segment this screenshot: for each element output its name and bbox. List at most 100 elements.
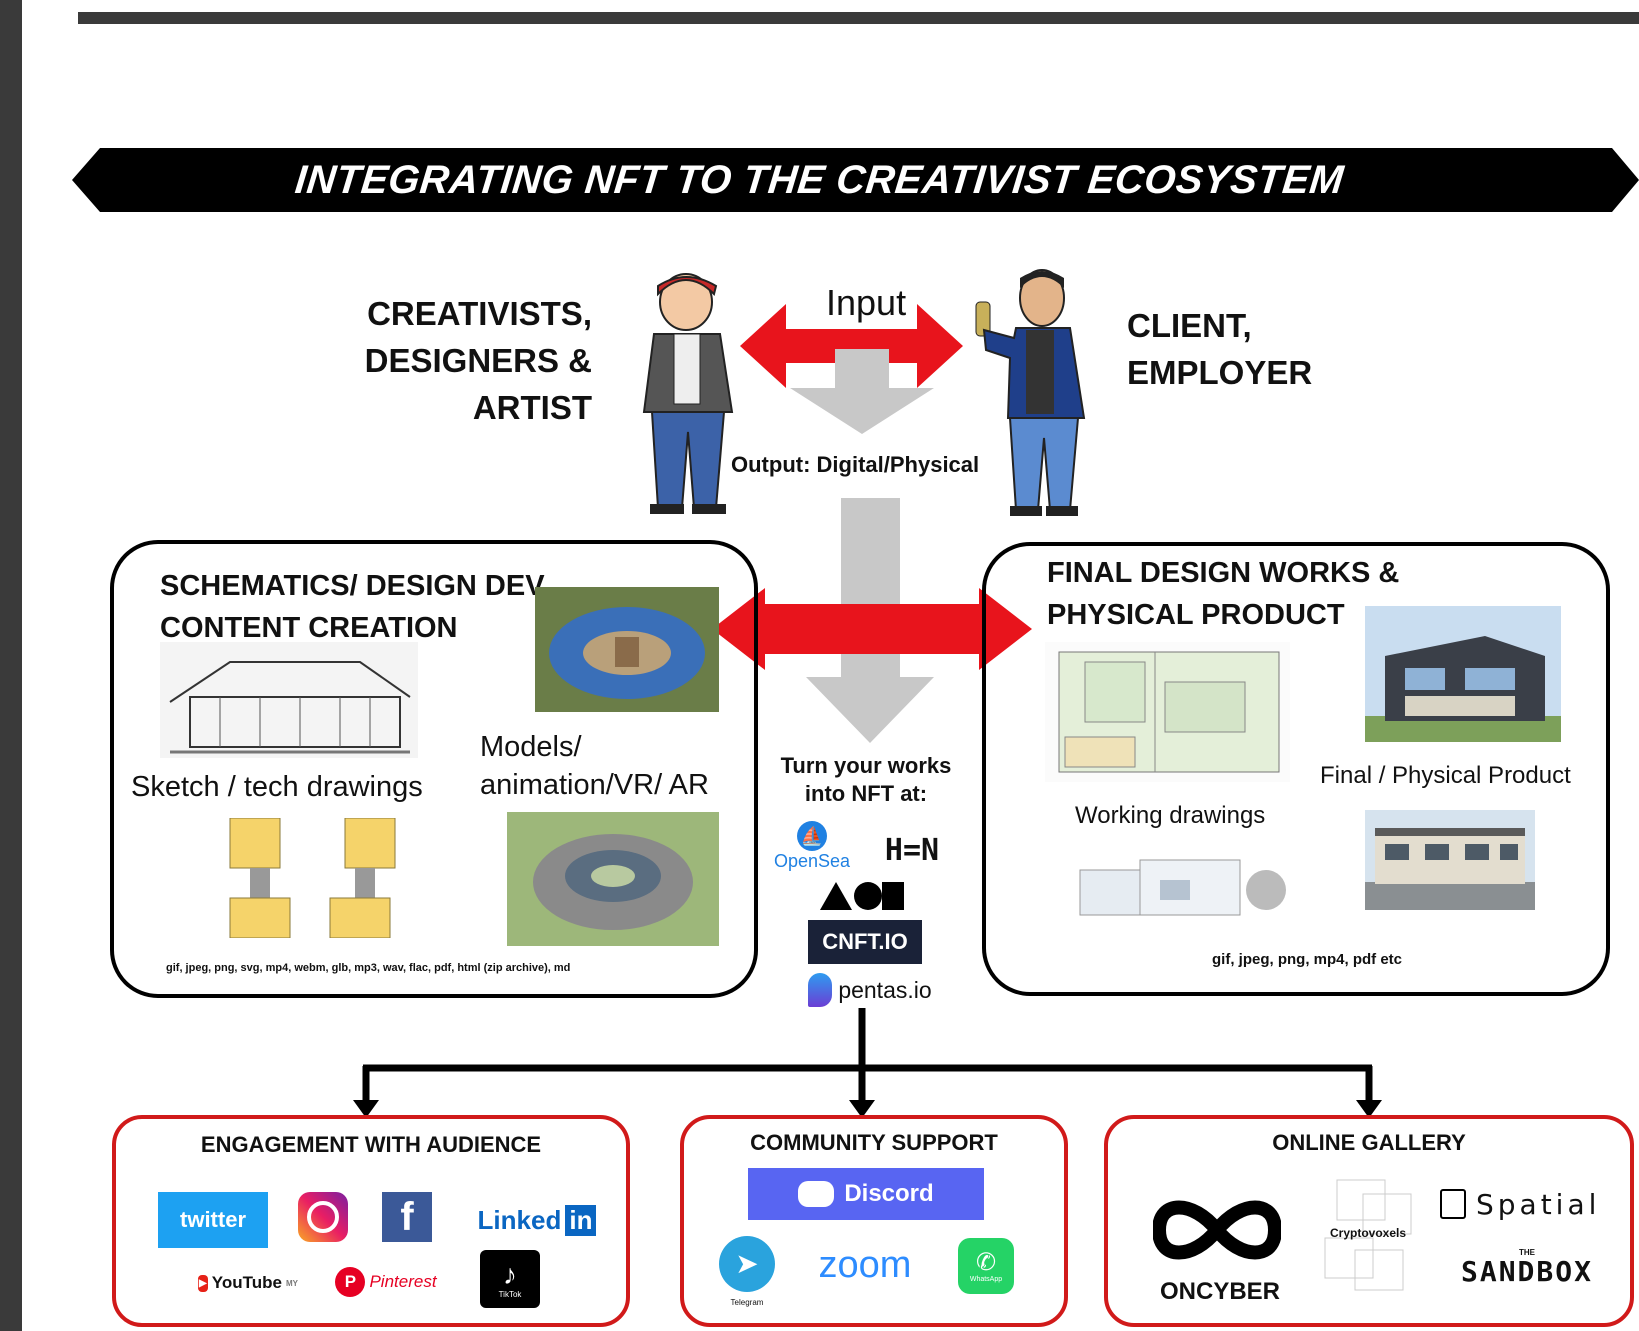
linkedin-logo[interactable]: Linked in [474, 1200, 600, 1240]
arrowhead-center [849, 1100, 875, 1118]
discord-logo[interactable]: Discord [748, 1168, 984, 1220]
pinterest-icon: P [335, 1267, 366, 1297]
schematics-title: SCHEMATICS/ DESIGN DEV. CONTENT CREATION [160, 565, 550, 649]
schematics-panel [110, 540, 758, 998]
sandbox-the: THE [1519, 1248, 1535, 1257]
creatives-label: CREATIVISTS, DESIGNERS & ARTIST [300, 290, 592, 431]
building-render-image [1365, 606, 1561, 742]
youtube-icon: ▶ [198, 1274, 208, 1292]
pinterest-logo[interactable]: P Pinterest [330, 1264, 442, 1300]
aon-square-icon [882, 882, 904, 910]
opensea-label: OpenSea [773, 850, 851, 871]
townhouse-image [1365, 810, 1535, 910]
engagement-title: ENGAGEMENT WITH AUDIENCE [200, 1132, 542, 1157]
opensea-logo[interactable]: ⛵ OpenSea [770, 818, 854, 874]
telegram-logo[interactable]: ➤ Telegram [712, 1232, 782, 1310]
right-formats: gif, jpeg, png, mp4, pdf etc [1212, 951, 1402, 968]
top-frame-rule [78, 12, 1639, 24]
client-line-2: EMPLOYER [1127, 354, 1313, 391]
discord-label: Discord [844, 1180, 934, 1207]
working-plan-image [1045, 642, 1290, 782]
youtube-label: YouTube [211, 1273, 282, 1292]
designer-figure [642, 273, 734, 514]
models-label-line-2: animation/VR/ AR [480, 769, 709, 801]
sketch-label: Sketch / tech drawings [131, 771, 423, 803]
models-label-line-1: Models/ [480, 731, 582, 763]
banner-title: INTEGRATING NFT TO THE CREATIVIST ECOSYS… [293, 158, 1346, 202]
community-title: COMMUNITY SUPPORT [750, 1130, 998, 1155]
twitter-label: twitter [180, 1207, 246, 1232]
left-frame-band [0, 0, 22, 1331]
creatives-line-2: DESIGNERS & [364, 342, 592, 379]
hen-logo[interactable]: H=N [884, 832, 940, 868]
nft-callout: Turn your works into NFT at: [766, 752, 966, 808]
sandbox-label: SANDBOX [1460, 1255, 1593, 1288]
input-arrow [740, 304, 963, 388]
facebook-icon[interactable]: f [382, 1192, 432, 1242]
arrowhead-left [353, 1100, 379, 1118]
cnft-logo[interactable]: CNFT.IO [808, 920, 922, 964]
tiktok-label: TikTok [498, 1289, 522, 1299]
gallery-title: ONLINE GALLERY [1272, 1130, 1466, 1155]
final-design-panel [982, 542, 1610, 996]
output-label: Output: Digital/Physical [731, 452, 980, 477]
telegram-label: Telegram [730, 1297, 764, 1307]
client-line-1: CLIENT, [1127, 307, 1252, 344]
instagram-lens [307, 1201, 339, 1233]
final-design-title-line-2: PHYSICAL PRODUCT [1047, 599, 1345, 631]
final-design-title: FINAL DESIGN WORKS & PHYSICAL PRODUCT [1047, 552, 1399, 636]
input-label: Input [826, 282, 907, 323]
cryptovoxels-icon[interactable] [1315, 1176, 1419, 1294]
aon-logo[interactable] [820, 880, 905, 912]
nft-callout-line-1: Turn your works [780, 753, 952, 778]
twitter-logo[interactable]: twitter [158, 1192, 268, 1248]
sandbox-logo[interactable]: THE SANDBOX [1452, 1246, 1602, 1290]
tiktok-icon: ♪ [503, 1258, 517, 1290]
creatives-line-1: CREATIVISTS, [367, 295, 592, 332]
oncyber-label: ONCYBER [1159, 1278, 1280, 1305]
tiktok-logo[interactable]: ♪ TikTok [480, 1250, 540, 1308]
arrowhead-right [1356, 1100, 1382, 1118]
whatsapp-label: WhatsApp [969, 1275, 1003, 1283]
title-banner [72, 148, 1639, 212]
schematics-title-line-2: CONTENT CREATION [160, 612, 458, 644]
schematics-title-line-1: SCHEMATICS/ DESIGN DEV. [160, 570, 550, 602]
panel-link-arrow [712, 588, 1032, 670]
instagram-icon[interactable] [298, 1192, 348, 1242]
spatial-label: Spatial [1476, 1187, 1601, 1221]
nft-callout-line-2: into NFT at: [804, 781, 928, 806]
telegram-icon: ➤ [719, 1235, 775, 1292]
models-label: Models/ animation/VR/ AR [480, 728, 709, 804]
output-arrow [790, 349, 934, 434]
linkedin-in: in [565, 1204, 597, 1236]
youtube-logo[interactable]: ▶ YouTube MY [198, 1268, 298, 1298]
model-render-image [507, 812, 719, 946]
client-label: CLIENT, EMPLOYER [1127, 302, 1312, 396]
pentas-logo[interactable]: pentas.io [790, 970, 950, 1010]
whatsapp-logo[interactable]: ✆ WhatsApp [958, 1238, 1014, 1294]
opensea-icon: ⛵ [797, 820, 827, 851]
floorplan-image [220, 818, 400, 938]
linkedin-label: Linked [477, 1204, 562, 1235]
cryptovoxels-label: Cryptovoxels [1329, 1226, 1407, 1240]
youtube-suffix: MY [286, 1278, 298, 1288]
creatives-line-3: ARTIST [472, 389, 592, 426]
oncyber-icon[interactable] [1153, 1195, 1281, 1265]
client-figure [975, 269, 1086, 516]
elevation-image [1070, 850, 1290, 920]
left-formats: gif, jpeg, png, svg, mp4, webm, glb, mp3… [166, 962, 571, 974]
spatial-logo[interactable]: Spatial [1440, 1184, 1620, 1224]
aon-circle-icon [854, 882, 882, 910]
zoom-logo[interactable]: zoom [818, 1243, 912, 1286]
pinterest-label: Pinterest [369, 1272, 437, 1291]
whatsapp-icon: ✆ [975, 1248, 997, 1276]
gallery-box [1104, 1115, 1634, 1327]
final-product-label: Final / Physical Product [1320, 762, 1571, 789]
working-drawings-label: Working drawings [1075, 802, 1266, 829]
sketch-image [160, 642, 418, 758]
aon-triangle-icon [820, 882, 852, 910]
pentas-icon [808, 973, 833, 1007]
spatial-icon [1440, 1189, 1466, 1219]
discord-icon [798, 1181, 835, 1207]
